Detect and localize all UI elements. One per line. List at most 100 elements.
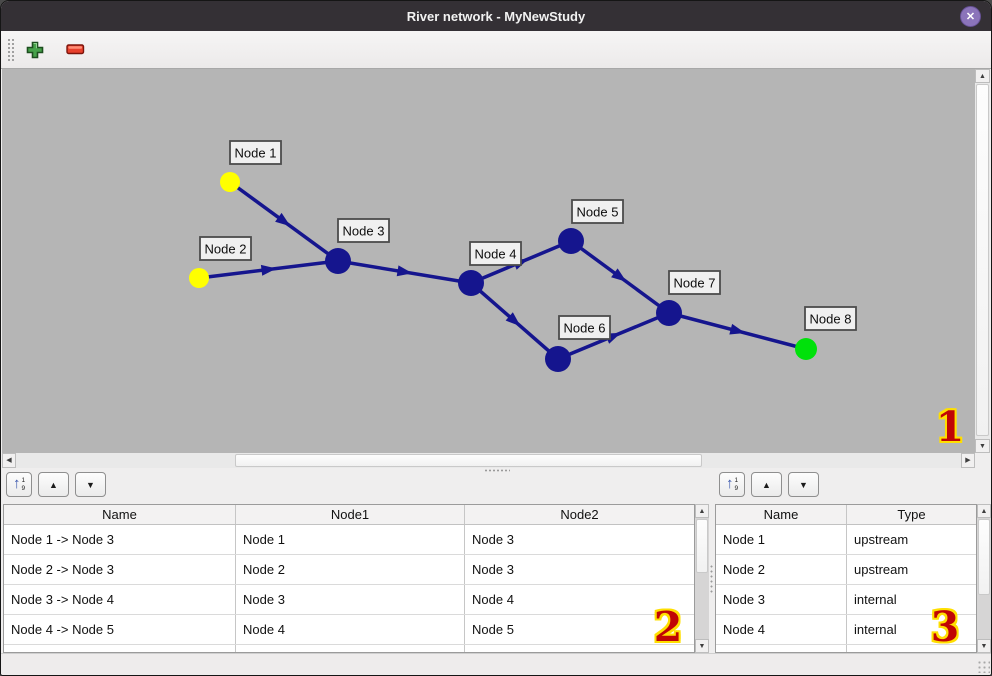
horizontal-splitter[interactable] — [1, 468, 991, 472]
network-node[interactable] — [189, 268, 209, 288]
node-table-scrollbar[interactable]: ▲ ▼ — [977, 504, 991, 653]
column-header[interactable]: Name — [4, 505, 236, 524]
scroll-down-button[interactable]: ▼ — [977, 639, 991, 653]
chevron-up-icon: ▲ — [698, 507, 706, 515]
network-node[interactable] — [656, 300, 682, 326]
minus-icon — [66, 44, 85, 55]
scroll-down-button[interactable]: ▼ — [975, 439, 990, 453]
edge-table-scrollbar[interactable]: ▲ ▼ — [695, 504, 709, 653]
toolbar-drag-handle-icon[interactable] — [7, 37, 14, 62]
move-up-button[interactable]: ▲ — [38, 472, 69, 497]
column-header[interactable]: Type — [897, 507, 926, 522]
edge-arrow-icon — [611, 268, 627, 282]
close-button[interactable]: ✕ — [960, 6, 981, 27]
table-cell: Node 1 — [236, 525, 465, 554]
scroll-left-button[interactable]: ◀ — [2, 453, 16, 468]
node-label[interactable]: Node 7 — [668, 270, 721, 295]
column-header[interactable]: Name — [716, 505, 847, 524]
node-label-box — [199, 236, 252, 261]
resize-grip-icon[interactable] — [977, 660, 990, 673]
sort-ascending-icon: ↑ — [725, 475, 734, 492]
network-node[interactable] — [545, 346, 571, 372]
table-cell: Node 3 -> Node 4 — [4, 585, 236, 614]
table-cell: Node 1 — [716, 525, 847, 554]
scroll-down-button[interactable]: ▼ — [695, 639, 709, 653]
table-cell: Node 4 -> Node 5 — [4, 615, 236, 644]
node-label[interactable]: Node 8 — [804, 306, 857, 331]
chevron-down-icon: ▼ — [979, 442, 986, 450]
table-cell — [465, 645, 694, 652]
table-cell: Node 3 — [716, 585, 847, 614]
network-node[interactable] — [795, 338, 817, 360]
chevron-up-icon: ▲ — [979, 72, 986, 80]
node-label-box — [571, 199, 624, 224]
edge-arrow-icon — [729, 323, 746, 335]
column-header[interactable]: Node2 — [560, 507, 599, 522]
canvas-vertical-scrollbar[interactable]: ▲ ▼ — [975, 69, 990, 453]
node-label[interactable]: Node 4 — [469, 241, 522, 266]
node-label-text: Node 4 — [475, 247, 517, 262]
table-cell: Node 2 -> Node 3 — [4, 555, 236, 584]
chevron-down-icon: ▼ — [698, 642, 706, 650]
node-label-box — [558, 315, 611, 340]
scrollbar-thumb[interactable] — [976, 84, 989, 436]
window-title: River network - MyNewStudy — [406, 8, 586, 24]
triangle-up-icon: ▲ — [762, 479, 771, 490]
add-button[interactable] — [22, 39, 48, 61]
node-label[interactable]: Node 5 — [571, 199, 624, 224]
node-label-text: Node 2 — [205, 242, 247, 257]
column-header[interactable]: Node1 — [236, 505, 465, 524]
splitter-grip-icon — [710, 563, 713, 594]
network-node[interactable] — [558, 228, 584, 254]
node-label[interactable]: Node 1 — [229, 140, 282, 165]
triangle-down-icon: ▼ — [799, 479, 808, 490]
edge-arrow-icon — [396, 265, 413, 277]
table-row[interactable] — [716, 645, 976, 652]
scroll-up-button[interactable]: ▲ — [975, 69, 990, 83]
scroll-up-button[interactable]: ▲ — [977, 504, 991, 518]
network-node[interactable] — [325, 248, 351, 274]
scrollbar-thumb[interactable] — [978, 519, 990, 595]
table-cell — [847, 645, 976, 652]
canvas-horizontal-scrollbar[interactable]: ◀ ▶ — [2, 453, 975, 468]
table-cell: Node 5 — [472, 622, 514, 637]
vertical-splitter[interactable] — [709, 504, 714, 653]
scrollbar-thumb[interactable] — [235, 454, 702, 467]
river-network-canvas[interactable]: Node 1 Node 2 Node 3 Node 4 Node 5 Node 6 Node… — [2, 69, 975, 453]
table-cell: Node 2 — [716, 555, 847, 584]
network-node[interactable] — [220, 172, 240, 192]
move-down-button[interactable]: ▼ — [788, 472, 819, 497]
node-label[interactable]: Node 6 — [558, 315, 611, 340]
network-node[interactable] — [458, 270, 484, 296]
table-row[interactable] — [4, 645, 694, 652]
scroll-up-button[interactable]: ▲ — [695, 504, 709, 518]
scrollbar-thumb[interactable] — [696, 519, 708, 573]
edge-arrow-icon — [260, 264, 277, 276]
node-label-text: Node 6 — [564, 321, 606, 336]
node-label[interactable]: Node 2 — [199, 236, 252, 261]
titlebar[interactable]: River network - MyNewStudy ✕ — [1, 1, 991, 31]
node-label[interactable]: Node 3 — [337, 218, 390, 243]
table-cell: internal — [854, 622, 897, 637]
move-up-button[interactable]: ▲ — [751, 472, 782, 497]
chevron-right-icon: ▶ — [965, 457, 971, 464]
remove-button[interactable] — [62, 42, 89, 57]
scroll-right-button[interactable]: ▶ — [961, 453, 975, 468]
sort-ascending-icon: ↑ — [12, 475, 21, 492]
table-cell: Node 2 — [236, 555, 465, 584]
move-down-button[interactable]: ▼ — [75, 472, 106, 497]
